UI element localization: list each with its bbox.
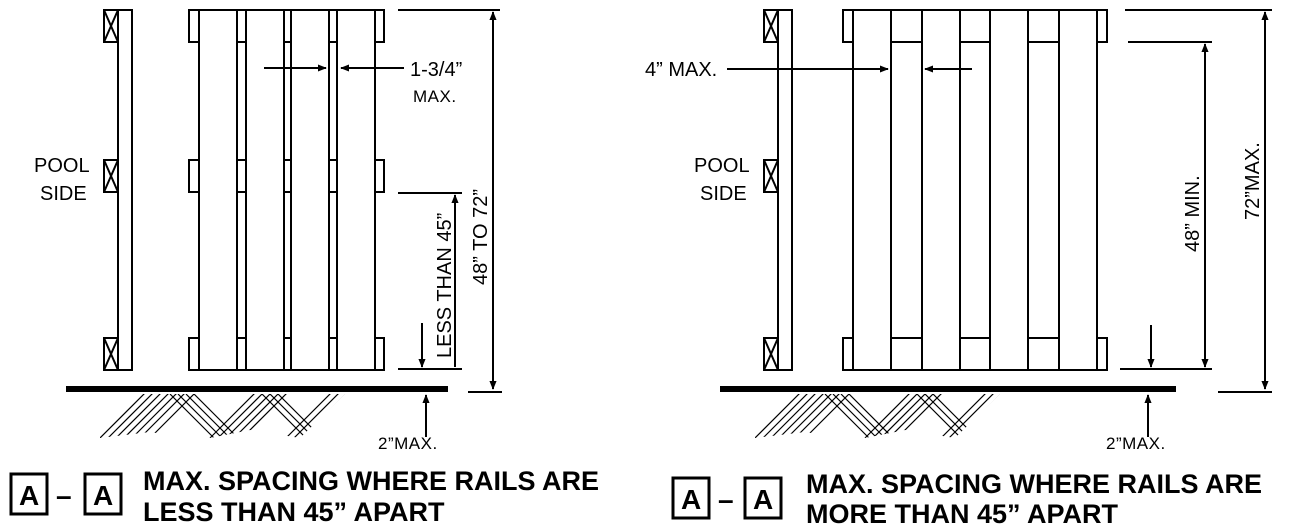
- right-caption-line-2: MORE THAN 45” APART: [806, 499, 1119, 528]
- left-post: [117, 9, 133, 371]
- right-rail-block-bottom-cross-icon: [763, 337, 779, 371]
- right-picket-2: [921, 9, 961, 371]
- right-caption-line-1: MAX. SPACING WHERE RAILS ARE: [806, 469, 1262, 499]
- right-rail-block-mid: [763, 159, 779, 193]
- right-picket-3: [989, 9, 1029, 371]
- left-fence-section: [103, 9, 385, 371]
- left-picket-3: [290, 9, 330, 371]
- right-max-height-label: 72”MAX.: [1242, 142, 1264, 220]
- left-rail-bottom: [188, 337, 385, 371]
- right-pool-side-label-2: SIDE: [700, 183, 747, 205]
- right-section-dash: –: [718, 484, 734, 515]
- left-rail-block-bottom-cross-icon: [103, 337, 119, 371]
- right-rail-block-top: [763, 9, 779, 43]
- left-ground-clearance-label: 2”MAX.: [378, 434, 438, 453]
- left-dimensions: [264, 9, 502, 437]
- left-rail-block-mid: [103, 159, 119, 193]
- right-soil-hatch: [755, 394, 1000, 439]
- left-picket-2: [245, 9, 285, 371]
- right-rail-top: [842, 9, 1108, 43]
- left-gap-label-1: 1-3/4”: [410, 59, 462, 81]
- right-section-box-a: [671, 476, 711, 520]
- right-pool-side-label-1: POOL: [694, 155, 750, 177]
- left-section-box-b: [83, 472, 123, 516]
- left-section-dash: –: [56, 480, 72, 511]
- left-rail-mid: [188, 159, 385, 193]
- right-picket-4: [1058, 9, 1098, 371]
- left-rail-spacing-label: LESS THAN 45”: [434, 213, 456, 358]
- left-soil-hatch: [100, 394, 345, 439]
- left-pool-side-label-1: POOL: [34, 155, 90, 177]
- left-picket-1: [198, 9, 238, 371]
- left-rail-block-mid-cross-icon: [103, 159, 119, 193]
- left-section-letter-a: A: [19, 480, 39, 511]
- right-ground-clearance-label: 2”MAX.: [1106, 434, 1166, 453]
- right-post: [777, 9, 793, 371]
- left-pool-side-label-2: SIDE: [40, 183, 87, 205]
- left-section-letter-b: A: [93, 480, 113, 511]
- left-gap-label-2: MAX.: [413, 87, 457, 106]
- left-picket-4: [336, 9, 376, 371]
- right-section-letter-a: A: [681, 484, 701, 515]
- left-rail-block-top-cross-icon: [103, 9, 119, 43]
- left-caption-line-2: LESS THAN 45” APART: [143, 497, 445, 527]
- right-rail-block-top-cross-icon: [763, 9, 779, 43]
- right-rail-bottom: [842, 337, 1108, 371]
- right-section-box-b: [743, 476, 783, 520]
- right-picket-1: [852, 9, 892, 371]
- right-section-letter-b: A: [753, 484, 773, 515]
- right-min-height-label: 48” MIN.: [1182, 175, 1204, 252]
- right-rail-block-bottom: [763, 337, 779, 371]
- left-height-label: 48” TO 72”: [470, 189, 492, 285]
- right-ground-line: [720, 386, 1176, 392]
- left-ground-line: [66, 386, 448, 392]
- right-dimensions: [727, 9, 1272, 437]
- right-fence-section: [763, 9, 1108, 371]
- left-caption-line-1: MAX. SPACING WHERE RAILS ARE: [143, 466, 599, 496]
- left-rail-top: [188, 9, 385, 43]
- left-rail-block-bottom: [103, 337, 119, 371]
- left-section-box-a: [9, 472, 49, 516]
- right-gap-label: 4” MAX.: [645, 59, 717, 81]
- left-rail-block-top: [103, 9, 119, 43]
- right-rail-block-mid-cross-icon: [763, 159, 779, 193]
